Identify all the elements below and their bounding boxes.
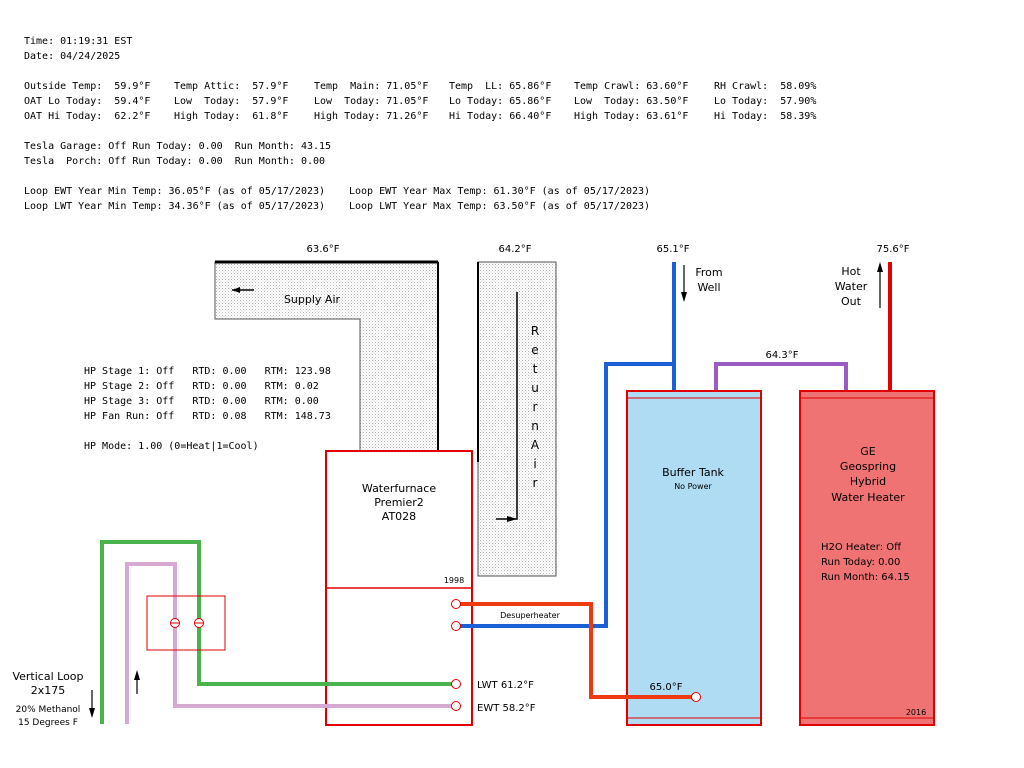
hp-fan-run: HP Fan Run: Off RTD: 0.08 RTM: 148.73	[84, 411, 331, 422]
temp-cell: Low Today: 57.9°F	[174, 96, 289, 107]
loop-lwt-min: Loop LWT Year Min Temp: 34.36°F (as of 0…	[24, 201, 326, 212]
temp-cell: Hi Today: 58.39%	[714, 111, 817, 122]
return-letter: R	[531, 324, 539, 338]
loop-ewt-max: Loop EWT Year Max Temp: 61.30°F (as of 0…	[349, 186, 651, 197]
return-letter: r	[533, 476, 538, 490]
water-heater-year: 2016	[906, 708, 926, 717]
waterfurnace-name: Waterfurnace	[362, 482, 436, 495]
water-heater-tank	[799, 390, 935, 726]
return-letter: n	[531, 419, 539, 433]
return-letter: e	[531, 343, 538, 357]
tesla-porch-status: Tesla Porch: Off Run Today: 0.00 Run Mon…	[24, 156, 326, 167]
temp-cell: RH Crawl: 58.09%	[714, 81, 817, 92]
temp-cell: Outside Temp: 59.9°F	[24, 81, 151, 92]
hp-stage-3: HP Stage 3: Off RTD: 0.00 RTM: 0.00	[84, 396, 319, 407]
desuperheater-pipe	[458, 602, 696, 699]
temp-cell: High Today: 63.61°F	[574, 111, 689, 122]
well-temp: 65.1°F	[656, 244, 689, 255]
supply-air-label: Supply Air	[284, 293, 341, 306]
from-well-label: Well	[697, 281, 720, 294]
temp-cell: Low Today: 63.50°F	[574, 96, 689, 107]
vertical-loop-fluid: 15 Degrees F	[18, 718, 78, 728]
hot-water-temp: 75.6°F	[876, 244, 909, 255]
waterfurnace-year: 1998	[444, 576, 464, 585]
vertical-loop-title: 2x175	[31, 684, 66, 697]
hp-stage-1: HP Stage 1: Off RTD: 0.00 RTM: 123.98	[84, 366, 331, 377]
temp-cell: Low Today: 71.05°F	[314, 96, 429, 107]
hot-water-label: Hot	[841, 265, 861, 278]
return-letter: i	[533, 457, 536, 471]
water-heater-run-month: Run Month: 64.15	[821, 572, 910, 583]
tesla-garage-status: Tesla Garage: Off Run Today: 0.00 Run Mo…	[24, 141, 332, 152]
vertical-loop-fluid: 20% Methanol	[16, 705, 81, 715]
hp-stage-2: HP Stage 2: Off RTD: 0.00 RTM: 0.02	[84, 381, 319, 392]
water-heater-name: Geospring	[840, 460, 896, 473]
tank-connect-pipe	[714, 362, 848, 392]
temp-cell: Lo Today: 65.86°F	[449, 96, 552, 107]
return-letter: A	[531, 438, 540, 452]
buffer-tank-title: Buffer Tank	[662, 466, 724, 479]
ewt-readout: EWT 58.2°F	[477, 703, 536, 714]
temp-cell: Temp LL: 65.86°F	[449, 81, 552, 92]
well-water-pipe	[458, 262, 676, 628]
hp-mode: HP Mode: 1.00 (0=Heat|1=Cool)	[84, 441, 259, 452]
desuperheater-label: Desuperheater	[500, 611, 560, 620]
water-heater-name: Hybrid	[850, 475, 886, 488]
return-letter: t	[533, 362, 538, 376]
from-well-label: From	[695, 266, 722, 279]
temp-cell: Hi Today: 66.40°F	[449, 111, 552, 122]
return-letter: u	[531, 381, 539, 395]
return-temp: 64.2°F	[498, 244, 531, 255]
return-letter: r	[533, 400, 538, 414]
water-heater-status: H2O Heater: Off	[821, 542, 902, 553]
supply-temp: 63.6°F	[306, 244, 339, 255]
temp-cell: High Today: 61.8°F	[174, 111, 289, 122]
water-heater-run-today: Run Today: 0.00	[821, 557, 900, 568]
time-readout: Time: 01:19:31 EST	[24, 36, 133, 47]
hot-water-label: Water	[835, 280, 868, 293]
temp-cell: Temp Attic: 57.9°F	[174, 81, 289, 92]
loop-ewt-min: Loop EWT Year Min Temp: 36.05°F (as of 0…	[24, 186, 326, 197]
tank-connect-temp: 64.3°F	[765, 350, 798, 361]
buffer-tank-temp: 65.0°F	[649, 682, 682, 693]
temp-cell: High Today: 71.26°F	[314, 111, 429, 122]
water-heater-name: GE	[860, 445, 876, 458]
hot-water-label: Out	[841, 295, 862, 308]
lwt-readout: LWT 61.2°F	[477, 680, 534, 691]
temp-cell: Temp Crawl: 63.60°F	[574, 81, 689, 92]
buffer-tank	[626, 390, 762, 726]
temp-cell: Lo Today: 57.90%	[714, 96, 817, 107]
loop-supply-pipe	[100, 540, 456, 724]
temp-cell: Temp Main: 71.05°F	[314, 81, 429, 92]
temp-cell: OAT Hi Today: 62.2°F	[24, 111, 151, 122]
waterfurnace-name: Premier2	[374, 496, 424, 509]
waterfurnace-name: AT028	[382, 510, 416, 523]
vertical-loop-title: Vertical Loop	[12, 670, 83, 683]
date-readout: Date: 04/24/2025	[24, 51, 121, 62]
water-heater-name: Water Heater	[831, 491, 905, 504]
loop-return-pipe	[125, 562, 456, 724]
buffer-tank-status: No Power	[674, 482, 712, 491]
loop-lwt-max: Loop LWT Year Max Temp: 63.50°F (as of 0…	[349, 201, 651, 212]
loop-pump-box	[146, 595, 226, 651]
temp-cell: OAT Lo Today: 59.4°F	[24, 96, 151, 107]
